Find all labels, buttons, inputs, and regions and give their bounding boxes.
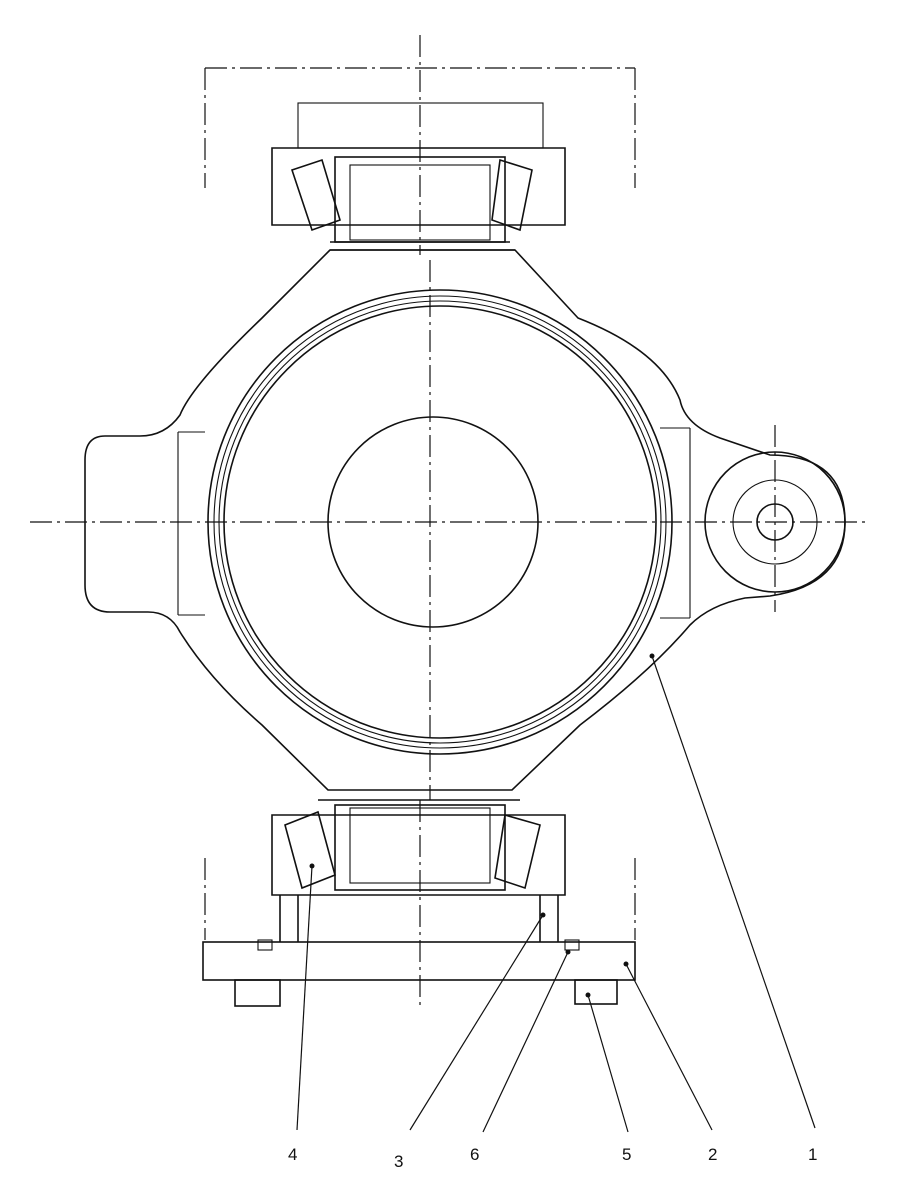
- eye-lug: [704, 451, 846, 593]
- callout-3: 3: [394, 1152, 403, 1171]
- housing-body: [84, 249, 846, 791]
- base-plate: [202, 939, 636, 981]
- bore-rings: [207, 289, 673, 755]
- lower-bearing: [271, 799, 566, 942]
- leader-lines: [296, 653, 816, 1133]
- callout-6: 6: [470, 1145, 479, 1164]
- bolt-heads: [234, 979, 618, 1007]
- upper-bearing: [271, 102, 566, 251]
- centerlines: [30, 35, 865, 1005]
- callout-5: 5: [622, 1145, 631, 1164]
- callout-labels: 1 2 3 4 5 6: [288, 1145, 817, 1171]
- callout-1: 1: [808, 1145, 817, 1164]
- callout-2: 2: [708, 1145, 717, 1164]
- callout-4: 4: [288, 1145, 297, 1164]
